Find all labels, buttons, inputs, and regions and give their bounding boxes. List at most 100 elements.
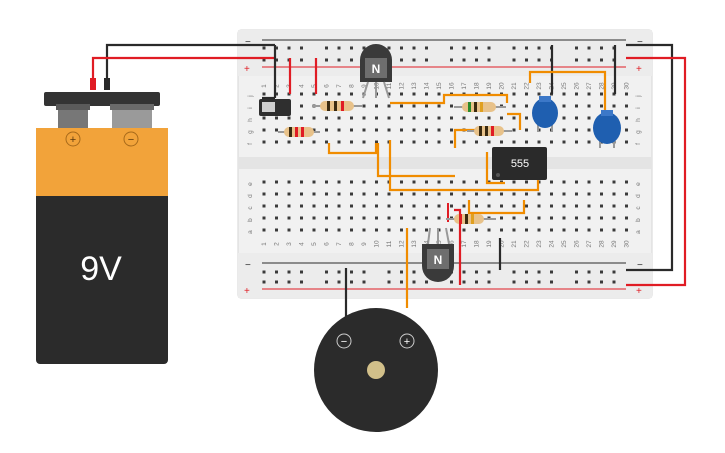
breadboard-hole	[312, 228, 316, 232]
breadboard-label: 1	[261, 84, 268, 88]
breadboard-hole	[462, 280, 466, 284]
breadboard-label: 30	[624, 240, 631, 248]
breadboard-hole	[525, 216, 528, 220]
breadboard-hole	[500, 216, 503, 220]
breadboard-hole	[462, 116, 466, 120]
breadboard-label: 8	[349, 242, 356, 246]
breadboard-hole	[600, 216, 603, 220]
breadboard-hole	[487, 46, 491, 50]
breadboard-label: d	[247, 194, 254, 198]
breadboard-hole	[562, 128, 566, 132]
breadboard-hole	[450, 140, 453, 144]
breadboard-hole	[387, 46, 391, 50]
breadboard-hole	[350, 92, 353, 96]
breadboard-hole	[262, 116, 266, 120]
breadboard-hole	[412, 92, 416, 96]
breadboard-hole	[412, 280, 416, 284]
breadboard-hole	[275, 216, 278, 220]
breadboard-hole	[425, 140, 428, 144]
breadboard-hole	[575, 46, 578, 50]
slide-switch[interactable]	[259, 99, 291, 116]
breadboard-hole	[437, 204, 441, 208]
breadboard-hole	[475, 58, 478, 62]
breadboard-hole	[512, 280, 516, 284]
breadboard-hole	[562, 92, 566, 96]
switch-slider	[262, 102, 275, 112]
breadboard-hole	[600, 270, 603, 274]
breadboard-label: c	[635, 206, 642, 210]
breadboard-label: b	[635, 218, 642, 222]
breadboard-hole	[612, 280, 616, 284]
breadboard-hole	[587, 192, 591, 196]
breadboard-hole	[475, 46, 478, 50]
breadboard-hole	[625, 180, 628, 184]
breadboard-hole	[400, 216, 403, 220]
breadboard-hole	[387, 280, 391, 284]
breadboard-hole	[587, 270, 591, 274]
breadboard-hole	[537, 140, 541, 144]
breadboard-hole	[312, 140, 316, 144]
breadboard-label: c	[247, 206, 254, 210]
transistor-label: N	[372, 62, 381, 76]
battery-top-band	[36, 128, 168, 196]
ic-555: 555	[492, 147, 547, 180]
battery-label: 9V	[80, 250, 122, 288]
breadboard-hole	[562, 180, 566, 184]
breadboard-hole	[462, 58, 466, 62]
breadboard-hole	[450, 180, 453, 184]
breadboard-hole	[437, 116, 441, 120]
breadboard-hole	[350, 140, 353, 144]
breadboard-hole	[512, 92, 516, 96]
breadboard-hole	[500, 192, 503, 196]
breadboard-label: g	[247, 130, 254, 134]
breadboard-hole	[437, 104, 441, 108]
transistor-bottom: N	[422, 227, 454, 282]
breadboard-hole	[387, 92, 391, 96]
breadboard-hole	[275, 140, 278, 144]
breadboard-label: 22	[524, 240, 531, 248]
breadboard-hole	[512, 128, 516, 132]
breadboard-label: 21	[511, 240, 518, 248]
breadboard-hole	[275, 58, 278, 62]
breadboard-hole	[337, 216, 341, 220]
breadboard-label: 20	[499, 82, 506, 90]
breadboard-hole	[612, 204, 616, 208]
breadboard-hole	[525, 58, 528, 62]
breadboard-label: 27	[586, 82, 593, 90]
breadboard-hole	[412, 204, 416, 208]
breadboard-hole	[587, 128, 591, 132]
breadboard-label: 25	[561, 240, 568, 248]
resistor	[446, 214, 496, 224]
breadboard-hole	[575, 192, 578, 196]
capacitor	[532, 96, 558, 132]
piezo-buzzer: − +	[314, 268, 438, 432]
breadboard-hole	[325, 280, 328, 284]
breadboard-hole	[575, 104, 578, 108]
breadboard-label: f	[635, 143, 642, 145]
breadboard-hole	[325, 204, 328, 208]
breadboard-hole	[525, 270, 528, 274]
breadboard-hole	[325, 116, 328, 120]
breadboard-hole	[262, 180, 266, 184]
breadboard-hole	[450, 58, 453, 62]
ic-label: 555	[511, 158, 529, 170]
breadboard-label: 11	[386, 240, 393, 247]
breadboard-label: 9	[361, 84, 368, 88]
breadboard-hole	[450, 280, 453, 284]
breadboard-hole	[625, 104, 628, 108]
breadboard-hole	[475, 180, 478, 184]
breadboard-hole	[575, 204, 578, 208]
breadboard-hole	[537, 58, 541, 62]
breadboard-hole	[375, 104, 378, 108]
breadboard-hole	[562, 116, 566, 120]
breadboard-label: 8	[349, 84, 356, 88]
breadboard-label: 28	[599, 82, 606, 90]
breadboard-hole	[287, 116, 291, 120]
breadboard-label: e	[635, 182, 642, 186]
breadboard-hole	[337, 46, 341, 50]
rail-minus-label: −	[245, 37, 251, 48]
breadboard-hole	[575, 180, 578, 184]
breadboard-hole	[575, 58, 578, 62]
breadboard-hole	[325, 270, 328, 274]
breadboard-hole	[375, 204, 378, 208]
